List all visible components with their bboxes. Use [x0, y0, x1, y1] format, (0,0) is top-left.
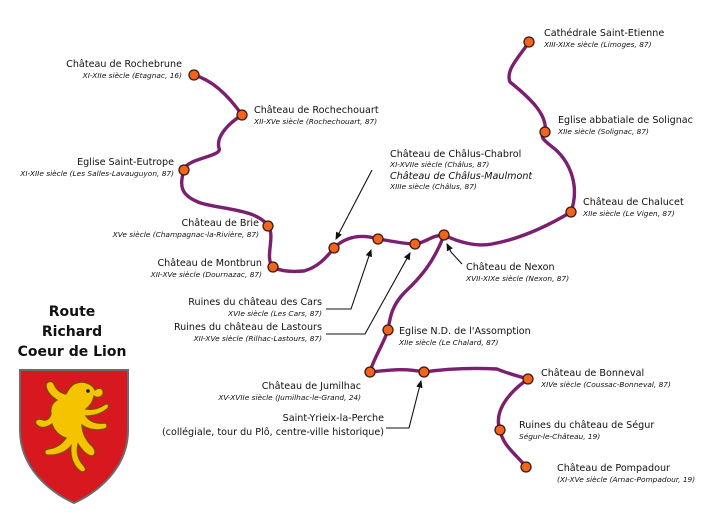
- stop-chalard[interactable]: [382, 324, 394, 336]
- stop-jumilhac[interactable]: [364, 366, 376, 378]
- label-eutrope: Eglise Saint-Eutrope: [77, 157, 174, 168]
- detail-solignac: XIIe siècle (Solignac, 87): [557, 127, 649, 136]
- detail-cars: XVIe siècle (Les Cars, 87): [227, 309, 322, 318]
- detail-bonneval: XIVe siècle (Coussac-Bonneval, 87): [540, 380, 671, 389]
- detail-nexon: XVII-XIXe siècle (Nexon, 87): [465, 274, 569, 283]
- leader-chalus: [335, 169, 373, 240]
- stop-montbrun[interactable]: [267, 261, 279, 273]
- detail-rochechouart: XII-XVe siècle (Rochechouart, 87): [253, 117, 377, 126]
- detail-rochebrune: XI-XIIe siècle (Etagnac, 16): [82, 71, 182, 80]
- stop-lastours[interactable]: [409, 238, 421, 250]
- stop-solignac[interactable]: [539, 126, 551, 138]
- detail-segur: Ségur-le-Château, 19): [519, 432, 600, 441]
- leader-yrieix: [386, 379, 423, 429]
- stop-brie[interactable]: [262, 220, 274, 232]
- leader-lastours: [326, 252, 411, 335]
- label-cars: Ruines du château des Cars: [188, 296, 322, 308]
- label-chalard: Eglise N.D. de l'Assomption: [399, 326, 531, 337]
- detail-chabrol: XI-XVIIe siècle (Châlus, 87): [389, 160, 489, 169]
- label-chalucet: Château de Chalucet: [583, 196, 684, 208]
- map-title-line-2: Richard: [42, 324, 102, 340]
- leader-nexon: [446, 243, 463, 265]
- detail-montbrun: XII-XVe siècle (Dournazac, 87): [150, 270, 262, 279]
- label-pompadour: Château de Pompadour: [557, 462, 670, 474]
- detail-chalucet: XIIe siècle (Le Vigen, 87): [582, 209, 675, 218]
- stop-bonneval[interactable]: [522, 373, 534, 385]
- stop-rochechouart[interactable]: [236, 109, 248, 121]
- coat-of-arms-icon: [19, 369, 129, 505]
- label-lastours: Ruines du château de Lastours: [174, 321, 322, 333]
- map-title-line-1: Route: [49, 304, 96, 320]
- detail-brie: XVe siècle (Champagnac-la-Rivière, 87): [112, 230, 259, 239]
- stop-chabrol[interactable]: [328, 242, 340, 254]
- stop-yrieix[interactable]: [418, 366, 430, 378]
- detail-maulmont: XIIIe siècle (Châlus, 87): [389, 182, 477, 191]
- label-chabrol: Château de Châlus-Chabrol: [390, 148, 521, 160]
- detail-eutrope: XI-XIIe siècle (Les Salles-Lavauguyon, 8…: [19, 169, 174, 178]
- label-cathedrale: Cathédrale Saint-Etienne: [544, 27, 664, 39]
- detail-cathedrale: XIII-XIXe siècle (Limoges, 87): [543, 40, 652, 49]
- stop-chalucet[interactable]: [565, 206, 577, 218]
- stop-pompadour[interactable]: [520, 461, 532, 473]
- label-jumilhac: Château de Jumilhac: [262, 380, 361, 392]
- label-maulmont: Château de Châlus-Maulmont: [390, 170, 533, 182]
- label-rochebrune: Château de Rochebrune: [66, 58, 182, 70]
- label-yrieix: Saint-Yrieix-la-Perche: [283, 413, 384, 424]
- map-title-line-3: Coeur de Lion: [18, 344, 127, 360]
- detail-yrieix: (collégiale, tour du Plô, centre-ville h…: [162, 426, 384, 438]
- label-solignac: Eglise abbatiale de Solignac: [558, 115, 693, 126]
- stop-cars[interactable]: [372, 233, 384, 245]
- leader-cars: [326, 248, 373, 310]
- stop-segur[interactable]: [494, 424, 506, 436]
- label-bonneval: Château de Bonneval: [541, 367, 644, 379]
- label-segur: Ruines du château de Ségur: [519, 419, 654, 431]
- detail-pompadour: (XI-XVe siècle (Arnac-Pompadour, 19): [557, 475, 695, 484]
- label-rochechouart: Château de Rochechouart: [254, 104, 379, 116]
- stop-eutrope[interactable]: [178, 164, 190, 176]
- label-brie: Château de Brie: [182, 217, 260, 229]
- stop-nexon[interactable]: [438, 229, 450, 241]
- label-montbrun: Château de Montbrun: [157, 257, 262, 269]
- detail-jumilhac: XV-XVIIe siècle (Jumilhac-le-Grand, 24): [217, 393, 361, 402]
- detail-lastours: XII-XVe siècle (Rilhac-Lastours, 87): [193, 334, 323, 343]
- stop-cathedrale[interactable]: [523, 36, 535, 48]
- lion-icon: [34, 380, 110, 473]
- stop-rochebrune[interactable]: [188, 69, 200, 81]
- detail-chalard: XIIe siècle (Le Chalard, 87): [398, 338, 498, 347]
- label-nexon: Château de Nexon: [466, 261, 555, 273]
